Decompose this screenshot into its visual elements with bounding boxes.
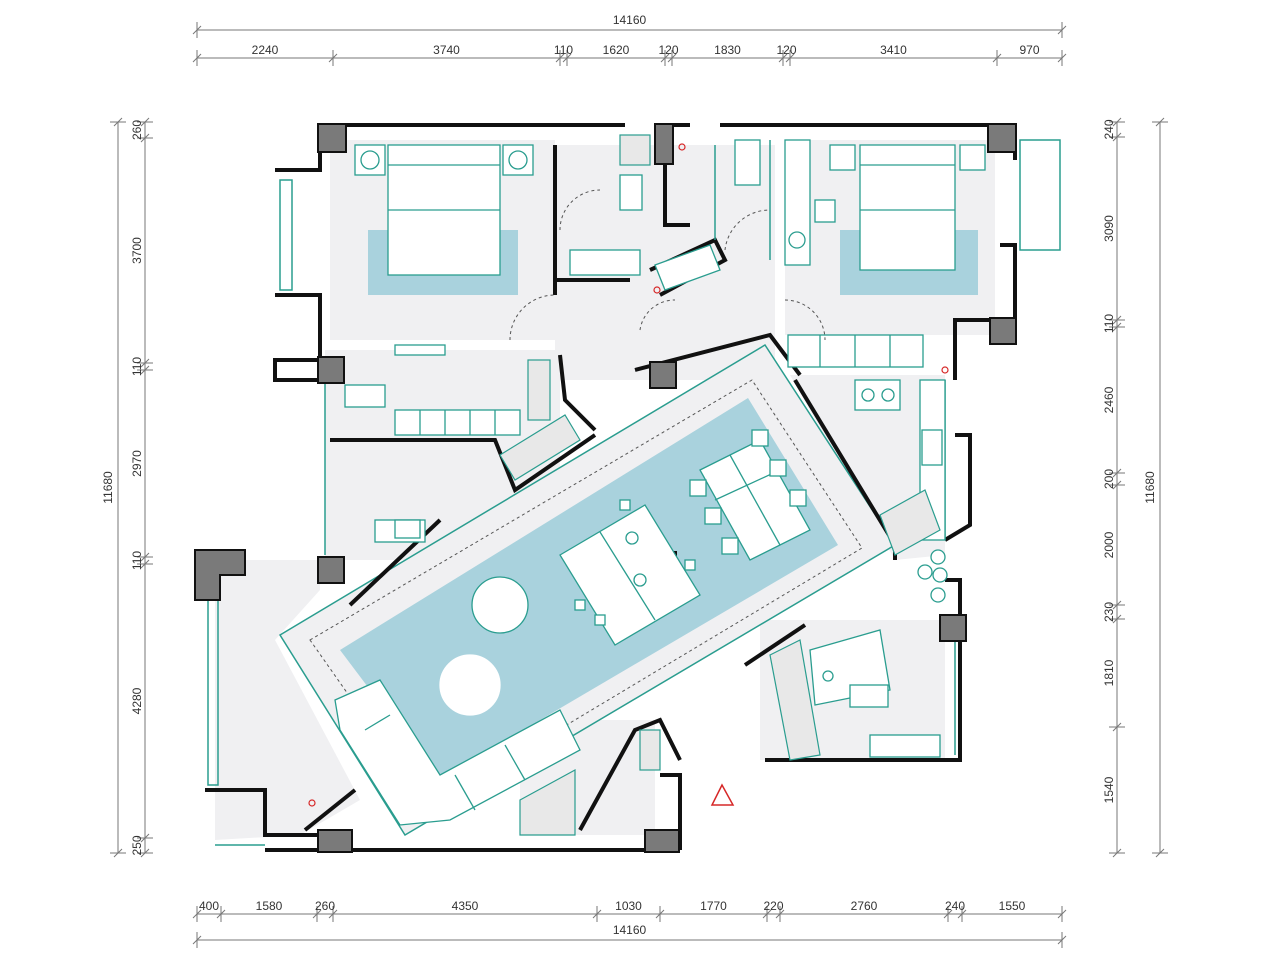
dimension-label: 110 bbox=[554, 43, 573, 57]
dimension-label: 2970 bbox=[130, 450, 144, 477]
nightstand-right-2 bbox=[959, 144, 986, 171]
dimension-total-label: 14160 bbox=[613, 923, 647, 937]
appliance-1 bbox=[930, 549, 946, 565]
dimension-label: 2000 bbox=[1102, 531, 1116, 558]
dining-furniture bbox=[559, 429, 811, 646]
shoe-bench bbox=[869, 734, 941, 758]
toilet-1 bbox=[619, 174, 643, 211]
dimension-label: 3090 bbox=[1102, 215, 1116, 242]
dimension-label: 220 bbox=[763, 899, 783, 913]
dimension-right: 240 3090 110 2460 200 2000 230 1810 1540 11680 bbox=[1102, 117, 1168, 858]
fire-point-marker bbox=[941, 366, 949, 374]
dimension-label: 970 bbox=[1019, 43, 1039, 57]
markers bbox=[308, 143, 949, 807]
small-table-chair-1 bbox=[689, 479, 707, 497]
dimension-label: 110 bbox=[130, 551, 144, 570]
dimension-label: 4350 bbox=[452, 899, 479, 913]
dimension-label: 120 bbox=[776, 43, 796, 57]
living-furniture bbox=[334, 576, 581, 826]
dimension-label: 260 bbox=[130, 120, 144, 140]
dimension-label: 230 bbox=[1102, 602, 1116, 622]
dimension-label: 400 bbox=[199, 899, 219, 913]
dimension-label: 1580 bbox=[256, 899, 283, 913]
study-furniture bbox=[344, 359, 581, 481]
sofa-l-shape bbox=[334, 679, 581, 826]
bedroom-1-furniture bbox=[354, 144, 534, 356]
dimension-label: 2240 bbox=[252, 43, 279, 57]
dining-plate-2 bbox=[633, 573, 647, 587]
dimension-label: 200 bbox=[1102, 469, 1116, 489]
desk-chair-2 bbox=[814, 199, 836, 223]
dimension-left: 260 3700 110 2970 110 4280 250 11680 bbox=[101, 117, 153, 858]
entry-chair bbox=[849, 684, 889, 708]
fire-point-marker bbox=[308, 799, 316, 807]
entry-furniture bbox=[519, 629, 941, 836]
dimension-label: 1620 bbox=[603, 43, 630, 57]
dimension-total-label: 11680 bbox=[101, 471, 115, 504]
dimension-label: 3410 bbox=[880, 43, 907, 57]
nightstand-left-2 bbox=[829, 144, 856, 171]
appliance-2 bbox=[917, 564, 933, 580]
dimension-label: 3700 bbox=[130, 237, 144, 264]
dimension-label: 1540 bbox=[1102, 776, 1116, 803]
appliance-3 bbox=[932, 567, 948, 583]
kitchen-furniture bbox=[854, 379, 948, 603]
bathroom-furniture bbox=[569, 134, 771, 291]
wardrobe-1 bbox=[394, 344, 446, 356]
plant-2 bbox=[788, 231, 806, 249]
dimension-label: 240 bbox=[1102, 119, 1116, 139]
dimension-total-label: 11680 bbox=[1143, 471, 1157, 504]
dimension-label: 1550 bbox=[999, 899, 1026, 913]
dimension-label: 2760 bbox=[851, 899, 878, 913]
dimension-label: 120 bbox=[658, 43, 678, 57]
dimension-label: 1830 bbox=[714, 43, 741, 57]
dimension-label: 110 bbox=[1102, 314, 1116, 333]
desk-2 bbox=[784, 139, 811, 266]
dimension-label: 3740 bbox=[433, 43, 460, 57]
dimension-label: 2460 bbox=[1102, 386, 1116, 413]
dimension-label: 1030 bbox=[615, 899, 642, 913]
entry-cabinet bbox=[769, 639, 821, 761]
kitchen-sink bbox=[921, 429, 943, 466]
appliance-4 bbox=[930, 587, 946, 603]
dimension-label: 1770 bbox=[700, 899, 727, 913]
study-cabinet bbox=[394, 409, 521, 436]
door-swings bbox=[509, 189, 826, 341]
bed-2 bbox=[859, 144, 956, 271]
round-table-top bbox=[471, 576, 529, 634]
dimension-label: 1810 bbox=[1102, 659, 1116, 686]
dimension-label: 260 bbox=[315, 899, 335, 913]
dimension-top: 2240 3740 110 1620 120 1830 120 3410 970 14160 bbox=[192, 13, 1067, 66]
bedroom-2-furniture bbox=[784, 139, 986, 368]
dimension-label: 110 bbox=[130, 357, 144, 376]
toilet-2 bbox=[734, 139, 761, 186]
dimension-label: 4280 bbox=[130, 687, 144, 714]
study-desk bbox=[344, 384, 386, 408]
dimension-bottom: 400 1580 260 4350 1030 1770 220 2760 240 1550 1416… bbox=[192, 899, 1067, 948]
dimension-label: 240 bbox=[945, 899, 965, 913]
round-ottoman bbox=[439, 654, 501, 716]
dimension-total-label: 14160 bbox=[613, 13, 647, 27]
dining-plate-1 bbox=[625, 531, 639, 545]
fire-point-marker bbox=[653, 286, 661, 294]
sink-2 bbox=[654, 244, 721, 291]
fire-point-marker bbox=[678, 143, 686, 151]
entrance-triangle-marker bbox=[710, 783, 735, 806]
vanity-1 bbox=[569, 249, 641, 276]
guest-room-furniture bbox=[374, 519, 426, 543]
dimension-label: 250 bbox=[130, 835, 144, 855]
dining-chair bbox=[574, 599, 586, 611]
